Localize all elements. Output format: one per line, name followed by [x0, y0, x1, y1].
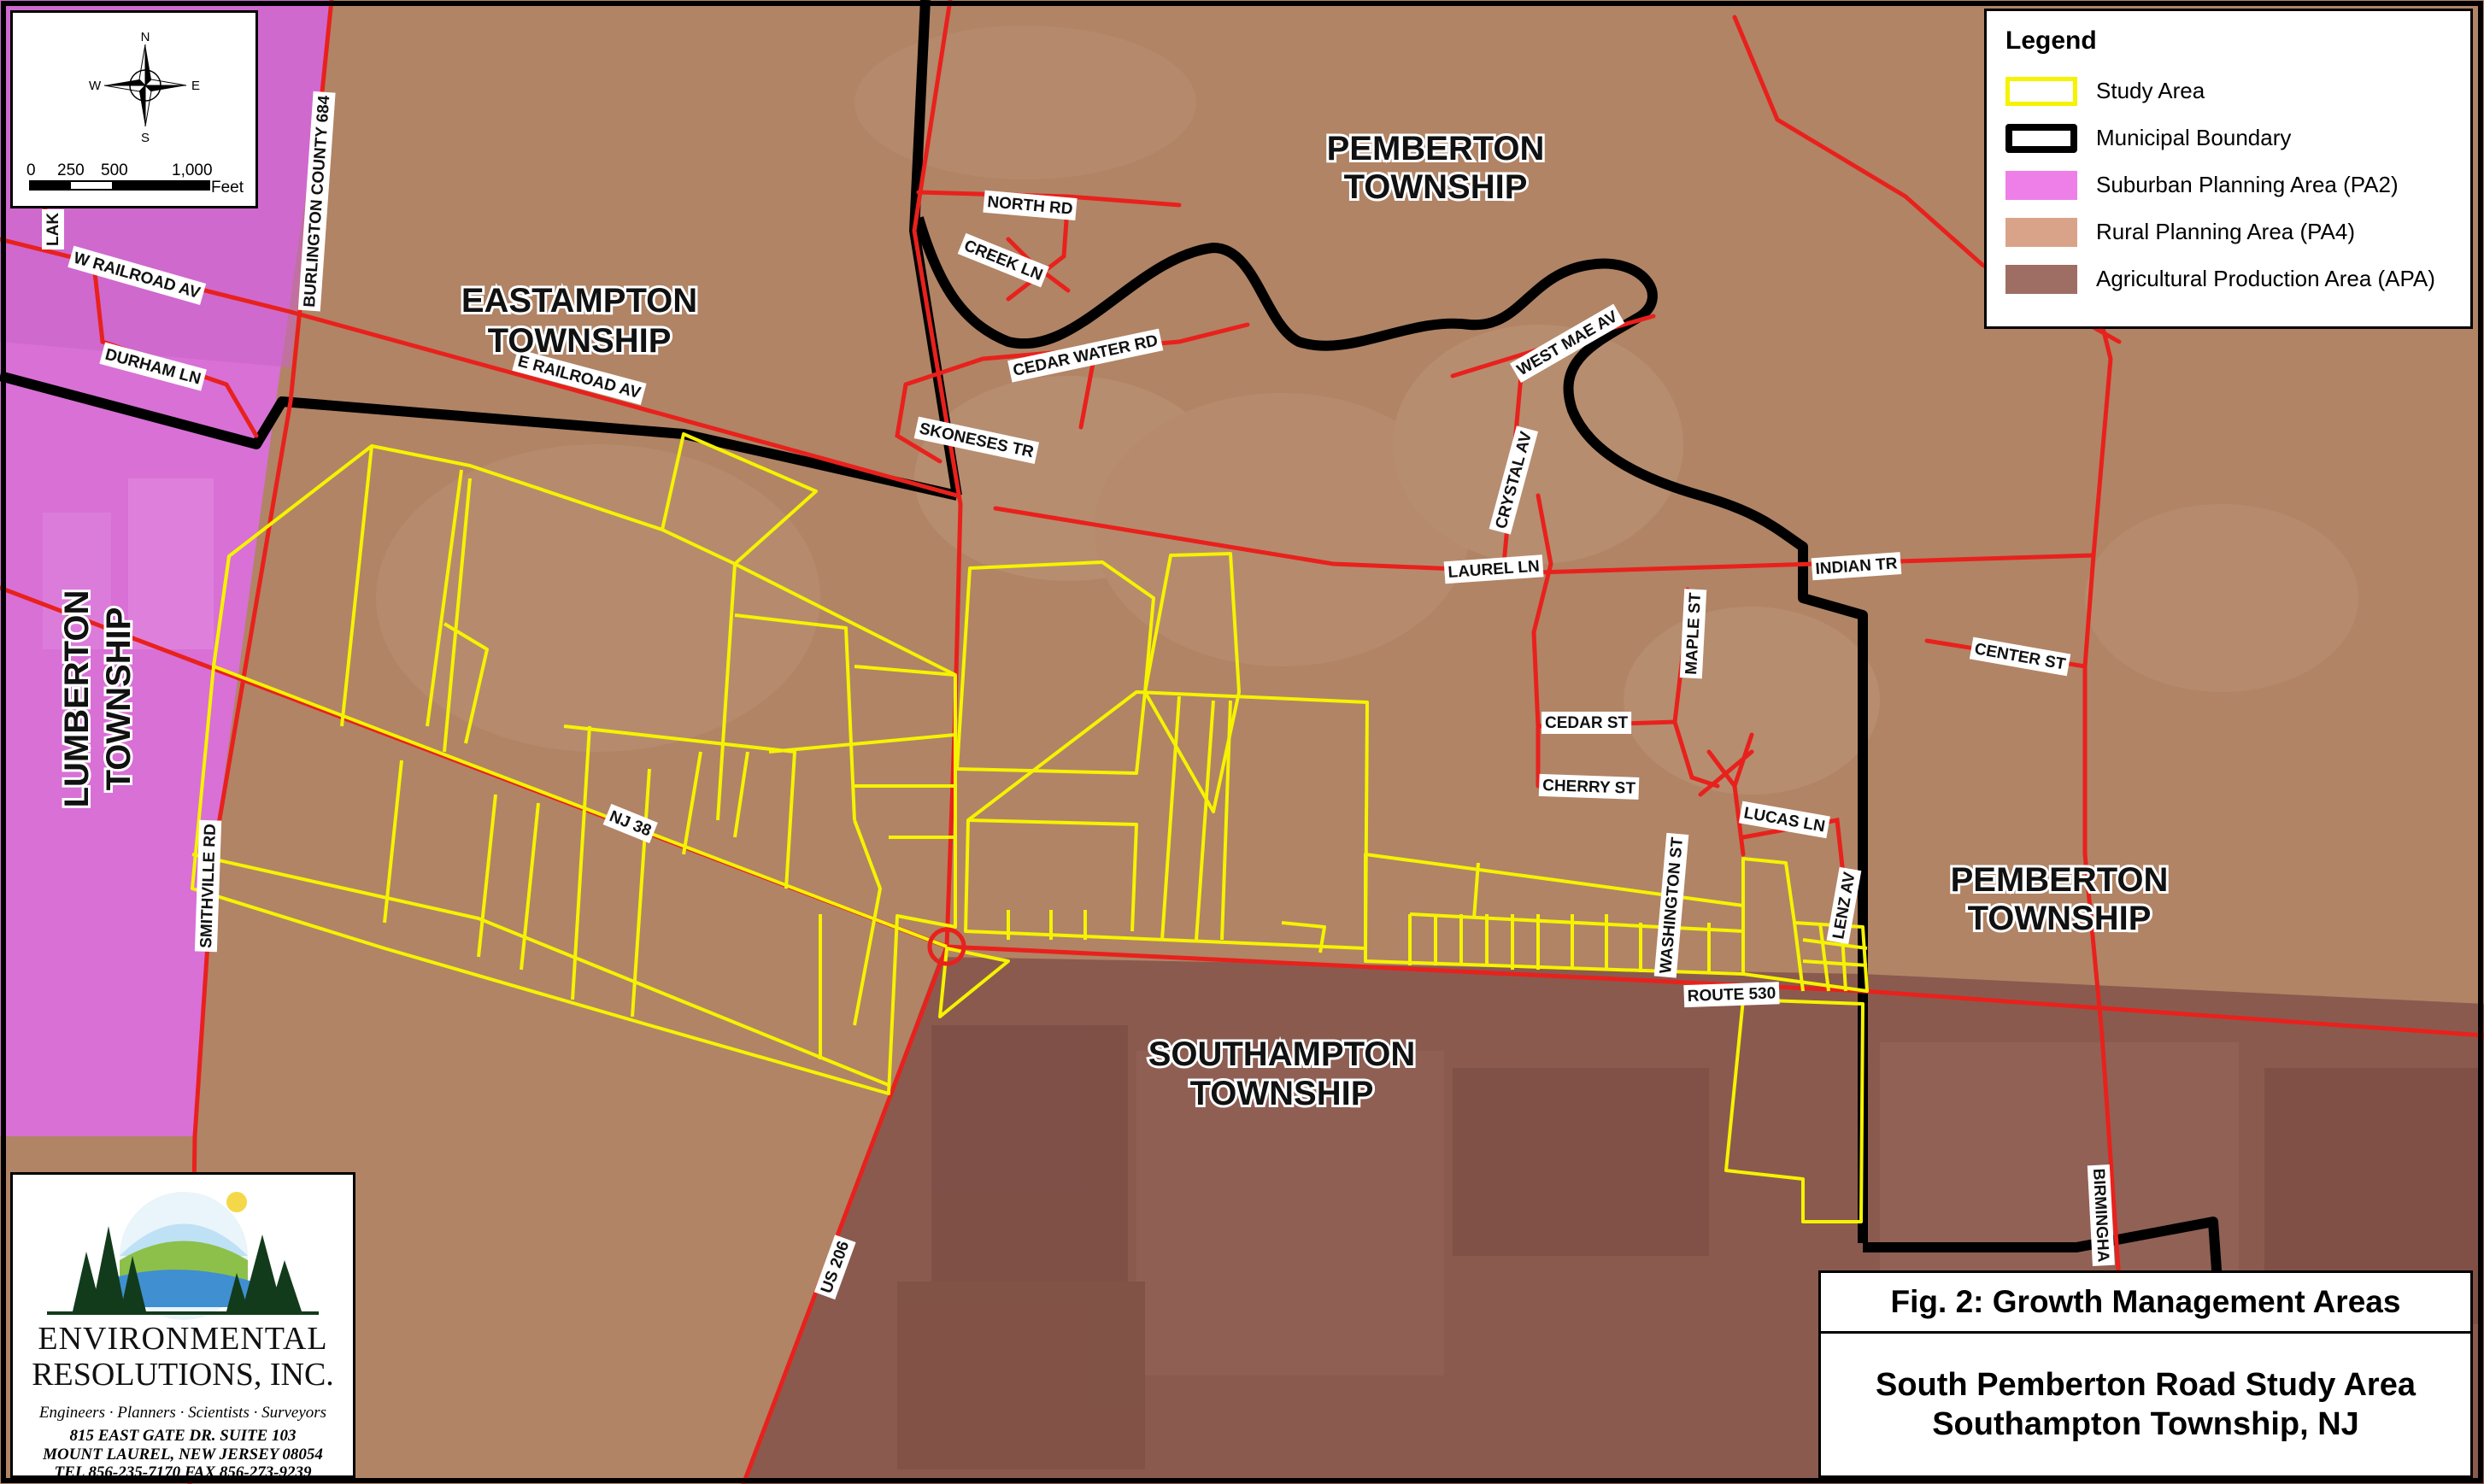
interchange-circle	[927, 927, 966, 966]
legend-item-study-area: Study Area	[2005, 67, 2452, 114]
company-address-2: MOUNT LAUREL, NEW JERSEY 08054	[43, 1446, 323, 1463]
township-label-lumberton-2: TOWNSHIP	[100, 607, 138, 791]
scale-tick-1000: 1,000	[172, 161, 213, 179]
company-address-1: 815 EAST GATE DR. SUITE 103	[69, 1427, 297, 1445]
municipal-boundary-swatch	[2005, 123, 2077, 153]
suburban-swatch	[2005, 170, 2077, 200]
compass-s: S	[141, 131, 150, 145]
scale-tick-250: 250	[57, 161, 85, 179]
legend-label: Agricultural Production Area (APA)	[2096, 266, 2435, 291]
township-label-southampton-1: SOUTHAMPTON	[1148, 1035, 1416, 1073]
company-name-line2: RESOLUTIONS, INC.	[32, 1357, 334, 1393]
study-area	[191, 432, 1869, 1223]
company-name-line1: ENVIRONMENTAL	[38, 1321, 328, 1357]
figure-subtitle: South Pemberton Road Study Area Southamp…	[1818, 1331, 2473, 1478]
township-label-southampton-2: TOWNSHIP	[1190, 1075, 1374, 1112]
compass-e: E	[191, 79, 200, 93]
road-label-cherry-st: CHERRY ST	[1542, 777, 1636, 798]
legend-title: Legend	[2005, 26, 2097, 55]
study-area-swatch	[2005, 76, 2077, 106]
compass-w: W	[89, 79, 102, 93]
rural-swatch	[2005, 217, 2077, 247]
legend-item-suburban: Suburban Planning Area (PA2)	[2005, 161, 2452, 208]
company-phone-fax: TEL 856-235-7170 FAX 856-273-9239	[54, 1463, 312, 1481]
township-label-eastampton-1: EASTAMPTON	[461, 282, 697, 320]
road-label-cedar-st: CEDAR ST	[1545, 714, 1629, 732]
legend-label: Municipal Boundary	[2096, 125, 2292, 150]
company-logo: ENVIRONMENTAL RESOLUTIONS, INC. Engineer…	[10, 1172, 355, 1481]
scale-compass-box: N S E W 0 250 500 1,000 Feet	[10, 10, 258, 208]
township-label-pemberton-north-2: TOWNSHIP	[1344, 168, 1528, 206]
road-label-smithville-rd: SMITHVILLE RD	[197, 824, 220, 948]
subtitle-line2: Southampton Township, NJ	[1932, 1406, 2359, 1442]
legend-label: Suburban Planning Area (PA2)	[2096, 172, 2399, 197]
subtitle-line1: South Pemberton Road Study Area	[1876, 1367, 2416, 1403]
township-label-pemberton-north-1: PEMBERTON	[1327, 130, 1545, 167]
figure-title: Fig. 2: Growth Management Areas	[1818, 1270, 2473, 1334]
township-label-lumberton-1: LUMBERTON	[58, 590, 96, 808]
legend-item-municipal-boundary: Municipal Boundary	[2005, 114, 2452, 161]
legend-item-agricultural: Agricultural Production Area (APA)	[2005, 255, 2452, 302]
road-label-maple-st: MAPLE ST	[1682, 592, 1705, 675]
road-label-route530: ROUTE 530	[1687, 984, 1776, 1006]
compass-icon: N S E W	[89, 30, 200, 145]
legend-item-rural: Rural Planning Area (PA4)	[2005, 208, 2452, 255]
agricultural-swatch	[2005, 264, 2077, 294]
map-legend: Legend Study Area Municipal Boundary Sub…	[1984, 9, 2473, 329]
scale-bar: 0 250 500 1,000 Feet	[26, 161, 244, 196]
logo-image	[47, 1192, 319, 1320]
scale-tick-500: 500	[101, 161, 128, 179]
company-tagline: Engineers · Planners · Scientists · Surv…	[38, 1404, 327, 1422]
legend-label: Rural Planning Area (PA4)	[2096, 219, 2356, 244]
township-label-eastampton-2: TOWNSHIP	[488, 322, 672, 360]
township-label-pemberton-east-1: PEMBERTON	[1951, 861, 2169, 899]
township-label-pemberton-east-2: TOWNSHIP	[1968, 900, 2152, 937]
legend-label: Study Area	[2096, 78, 2205, 103]
compass-n: N	[141, 30, 150, 44]
scale-tick-0: 0	[26, 161, 36, 179]
road-label-lake: LAK	[44, 213, 62, 246]
scale-unit: Feet	[211, 179, 244, 196]
